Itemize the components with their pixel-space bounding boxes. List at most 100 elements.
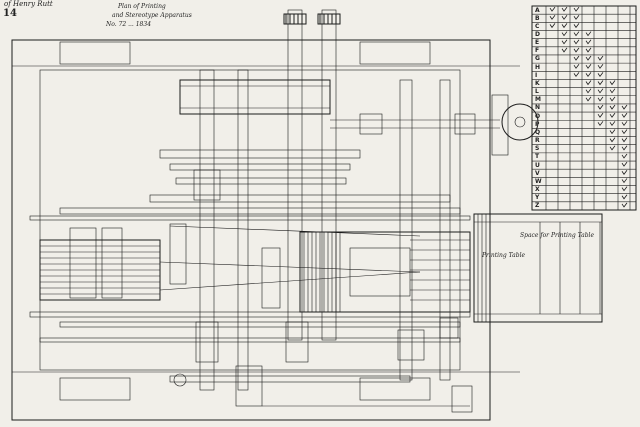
table-entry-mark xyxy=(561,31,568,37)
corner-block-br xyxy=(359,377,431,401)
table-row-letter: Z xyxy=(535,202,540,210)
table-entry-mark xyxy=(561,47,568,53)
table-entry-mark xyxy=(597,112,604,118)
table-row-letter: I xyxy=(535,71,538,79)
caption-line-1: Plan of Printing xyxy=(118,3,166,10)
corner-block-bl xyxy=(59,377,131,401)
corner-note: of Henry Rutt xyxy=(4,0,53,8)
table-row-letter: U xyxy=(535,161,540,169)
table-entry-mark xyxy=(549,15,556,20)
table-entry-mark xyxy=(573,6,580,12)
table-entry-mark xyxy=(573,23,580,29)
table-entry-mark xyxy=(597,96,604,102)
output-arm xyxy=(330,94,539,156)
caption-line-3: No. 72 ... 1834 xyxy=(106,21,152,28)
paper-paths xyxy=(159,225,421,291)
table-entry-mark xyxy=(585,47,592,53)
table-entry-mark xyxy=(585,96,592,102)
table-row-letter: C xyxy=(535,22,540,30)
table-entry-mark xyxy=(621,104,628,110)
table-row-letter: P xyxy=(535,120,540,128)
lookup-table-rows xyxy=(532,13,636,211)
table-row-letter: O xyxy=(535,112,541,120)
table-entry-mark xyxy=(597,104,604,110)
table-entry-mark xyxy=(597,55,604,61)
table-row-letter: B xyxy=(535,14,540,22)
table-entry-mark xyxy=(621,194,628,200)
lookup-table-entries xyxy=(549,6,628,208)
table-row-letter: G xyxy=(535,55,540,63)
table-row-letter: M xyxy=(535,96,541,104)
caption-line-2: and Stereotype Apparatus xyxy=(112,12,192,19)
table-row-letter: Q xyxy=(535,128,541,136)
table-entry-mark xyxy=(597,88,604,94)
lookup-table xyxy=(531,5,637,211)
printing-table xyxy=(473,213,603,323)
machine-frame-outer xyxy=(11,39,491,421)
table-entry-mark xyxy=(621,121,628,127)
table-row-letter: W xyxy=(535,177,542,185)
bottom-shaft xyxy=(169,365,473,413)
table-row-letter: X xyxy=(535,186,540,194)
table-row-letter: V xyxy=(535,169,540,177)
table-row-letter: N xyxy=(535,104,541,112)
annotation-output: Printing Table xyxy=(482,252,526,259)
table-entry-mark xyxy=(573,31,580,37)
table-entry-mark xyxy=(561,15,568,20)
table-entry-mark xyxy=(609,96,616,102)
table-row-letter: T xyxy=(535,153,540,161)
table-entry-mark xyxy=(597,80,604,86)
left-bed xyxy=(39,239,161,301)
corner-block-tl xyxy=(59,41,131,65)
table-entry-mark xyxy=(621,145,628,151)
vertical-shafts xyxy=(199,9,451,391)
gear-train xyxy=(179,79,331,115)
table-entry-mark xyxy=(609,137,616,143)
table-entry-mark xyxy=(561,6,568,12)
table-entry-mark xyxy=(621,129,628,135)
pedestals xyxy=(69,169,459,363)
table-entry-mark xyxy=(573,47,580,53)
central-bed xyxy=(299,231,471,313)
table-entry-mark xyxy=(549,23,556,29)
table-row-letter: K xyxy=(535,79,540,87)
table-entry-mark xyxy=(621,186,628,192)
table-entry-mark xyxy=(561,39,568,45)
table-entry-mark xyxy=(597,121,604,127)
table-entry-mark xyxy=(585,39,592,45)
table-entry-mark xyxy=(585,72,592,78)
table-entry-mark xyxy=(585,80,592,86)
table-row-letter: S xyxy=(535,145,540,153)
table-entry-mark xyxy=(609,104,616,110)
table-entry-mark xyxy=(621,112,628,118)
table-entry-mark xyxy=(621,161,628,167)
table-entry-mark xyxy=(621,202,628,208)
horizontal-bars xyxy=(29,149,471,343)
table-entry-mark xyxy=(549,6,556,12)
table-entry-mark xyxy=(573,72,580,78)
table-entry-mark xyxy=(585,63,592,69)
table-row-letter: D xyxy=(535,30,540,38)
table-row-letter: F xyxy=(535,47,540,55)
table-entry-mark xyxy=(573,63,580,69)
table-entry-mark xyxy=(621,170,628,175)
figure-number: 14 xyxy=(3,8,17,19)
table-entry-mark xyxy=(585,55,592,61)
table-entry-mark xyxy=(609,121,616,127)
table-entry-mark xyxy=(573,39,580,45)
table-entry-mark xyxy=(621,137,628,143)
table-entry-mark xyxy=(585,31,592,37)
table-entry-mark xyxy=(573,15,580,20)
table-entry-mark xyxy=(597,72,604,78)
table-row-letter: H xyxy=(535,63,541,71)
top-gears xyxy=(283,13,341,25)
table-entry-mark xyxy=(597,63,604,69)
table-row-letter: L xyxy=(535,88,539,96)
annotation-table: Space for Printing Table xyxy=(520,232,595,239)
table-entry-mark xyxy=(561,23,568,29)
table-row-letter: Y xyxy=(535,194,540,202)
table-entry-mark xyxy=(573,55,580,61)
table-entry-mark xyxy=(585,88,592,94)
